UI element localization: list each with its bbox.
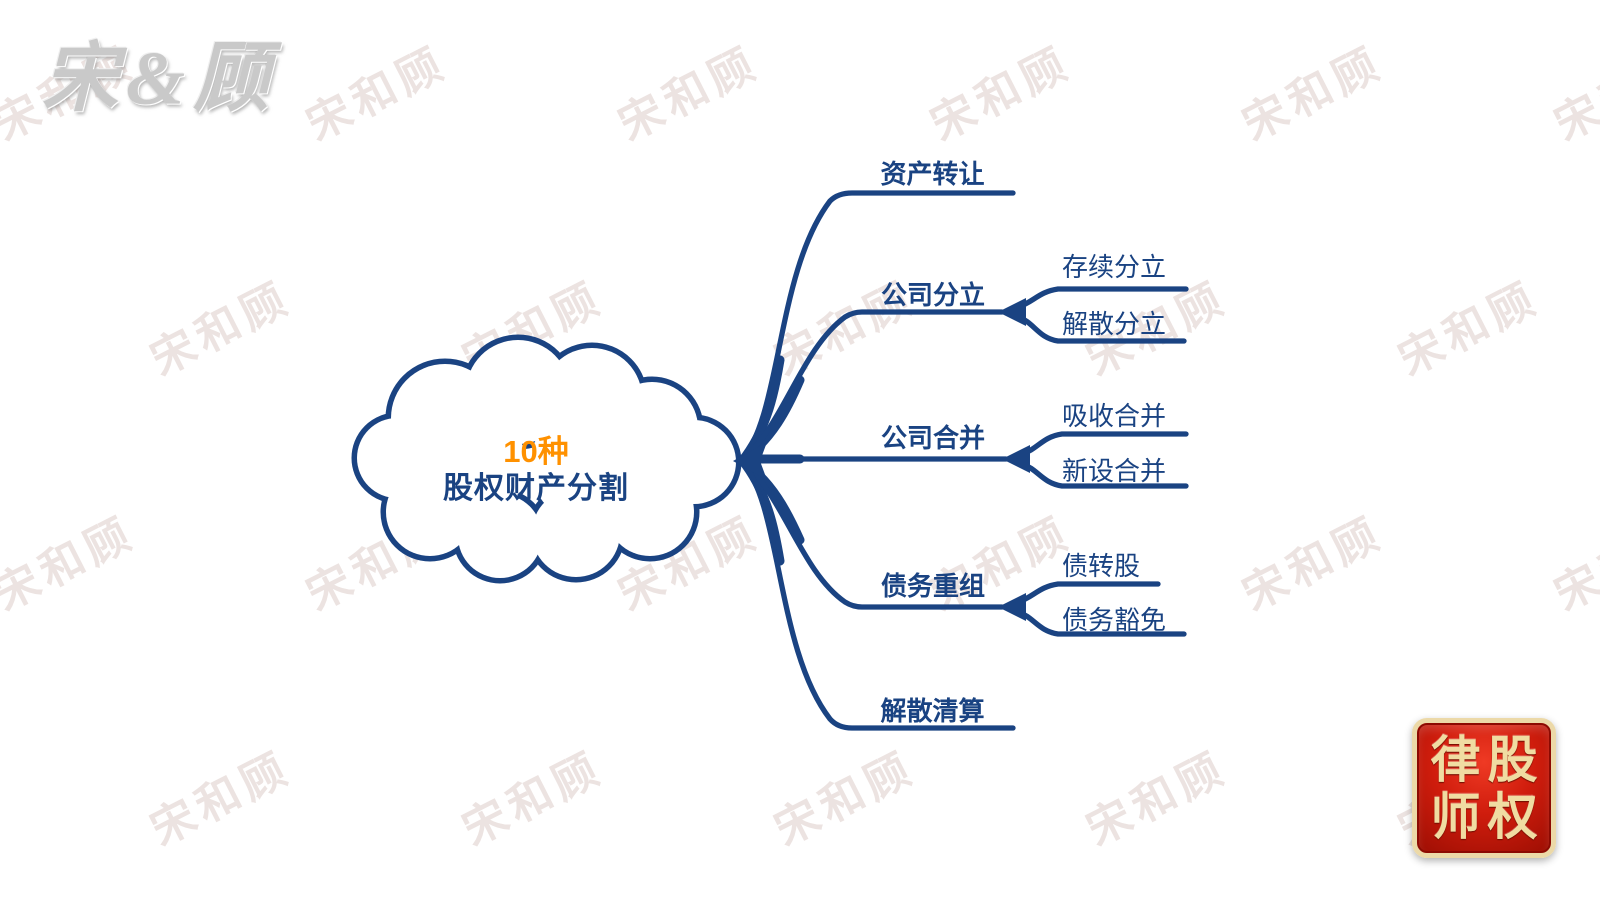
branch-label-zichan-zhuanrang: 资产转让 (880, 159, 985, 189)
root-title-text: 股权财产分割 (443, 472, 629, 505)
fork-wedges (733, 298, 1030, 621)
subbranch-label-xishou-hebing: 吸收合并 (1062, 401, 1167, 431)
branch-label-zhaiwu-chongzu: 债务重组 (880, 571, 985, 601)
seal-char-shi: 师 (1430, 788, 1481, 845)
branch-label-gongsi-hebing: 公司合并 (880, 423, 985, 453)
seal-char-quan: 权 (1487, 788, 1538, 845)
branch5-line (738, 457, 1016, 731)
fork3-wedge (1002, 445, 1030, 473)
branch-label-gongsi-fenli: 公司分立 (880, 280, 985, 310)
branch4-line (738, 458, 1005, 610)
root-junction-wedge (733, 442, 767, 480)
branch-label-jiesan-qingsuan: 解散清算 (880, 696, 985, 726)
root-count-text: 10种 (503, 434, 569, 469)
fork2-wedge (998, 298, 1026, 326)
seal-char-gu: 股 (1487, 731, 1538, 788)
firm-logo-text: 宋&顾 (42, 37, 278, 121)
subbranch-label-zhaiwu-huomian: 债务豁免 (1062, 605, 1167, 635)
branch2-line (738, 309, 1005, 463)
subbranch-label-jiesan-fenli: 解散分立 (1062, 309, 1167, 339)
branch1-line (738, 190, 1016, 464)
seal-char-lv: 律 (1430, 731, 1481, 788)
subbranch-label-cunxu-fenli: 存续分立 (1062, 252, 1167, 282)
fork4-wedge (998, 593, 1026, 621)
subbranch-label-xinshe-hebing: 新设合并 (1062, 456, 1167, 486)
lawyer-equity-seal: 律 股 师 权 (1412, 718, 1556, 858)
subbranch-label-zhaizhuangu: 债转股 (1062, 551, 1141, 581)
cloud-fill (357, 340, 736, 578)
